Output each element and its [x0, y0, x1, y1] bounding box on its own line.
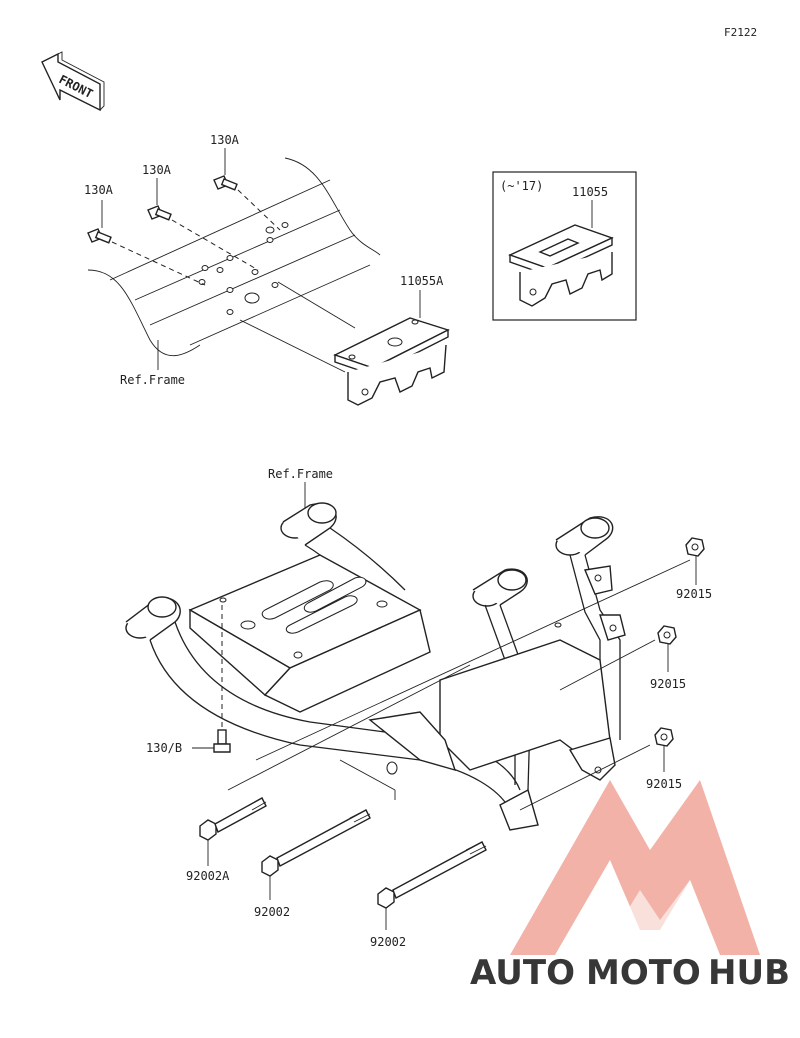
inset-period: (~'17) — [500, 179, 543, 193]
watermark-auto: AUTO — [470, 953, 575, 993]
label-ref-frame-bottom: Ref.Frame — [268, 467, 333, 481]
label-ref-frame-top: Ref.Frame — [120, 373, 185, 387]
nut-92015-2-icon — [657, 625, 677, 672]
bolt-130a-3-icon — [213, 148, 281, 231]
label-130b: 130/B — [146, 741, 182, 755]
bolt-92002-1-icon — [261, 809, 371, 900]
watermark-logo-icon — [510, 780, 760, 955]
label-92002-1: 92002 — [254, 905, 290, 919]
label-92002a: 92002A — [186, 869, 230, 883]
bolt-130a-2-icon — [147, 178, 259, 271]
engine-mount-frame — [125, 502, 626, 831]
label-130a-1: 130A — [84, 183, 114, 197]
watermark-hub: HUB — [708, 953, 790, 993]
label-92015-3: 92015 — [646, 777, 682, 791]
bracket-11055 — [508, 224, 614, 307]
bracket-11055a — [333, 290, 450, 406]
label-130a-2: 130A — [142, 163, 172, 177]
label-130a-3: 130A — [210, 133, 240, 147]
bolt-92002a-icon — [199, 797, 267, 866]
bolt-130b-icon — [192, 729, 231, 753]
front-arrow-icon: FRONT — [41, 51, 105, 112]
upper-frame-reference — [87, 157, 381, 357]
bolt-92002-2-icon — [377, 841, 487, 930]
nut-92015-3-icon — [654, 727, 674, 772]
bolt-130a-1-icon — [87, 200, 206, 286]
inset-box: (~'17) 11055 — [492, 171, 637, 321]
label-92002-2: 92002 — [370, 935, 406, 949]
figure-code: F2122 — [724, 26, 757, 39]
automotohub-watermark: AUTO MOTO HUB — [470, 780, 790, 993]
nut-92015-1-icon — [685, 537, 705, 585]
label-11055a: 11055A — [400, 274, 444, 288]
watermark-moto: MOTO — [586, 953, 701, 993]
label-92015-2: 92015 — [650, 677, 686, 691]
label-92015-1: 92015 — [676, 587, 712, 601]
label-11055: 11055 — [572, 185, 608, 199]
